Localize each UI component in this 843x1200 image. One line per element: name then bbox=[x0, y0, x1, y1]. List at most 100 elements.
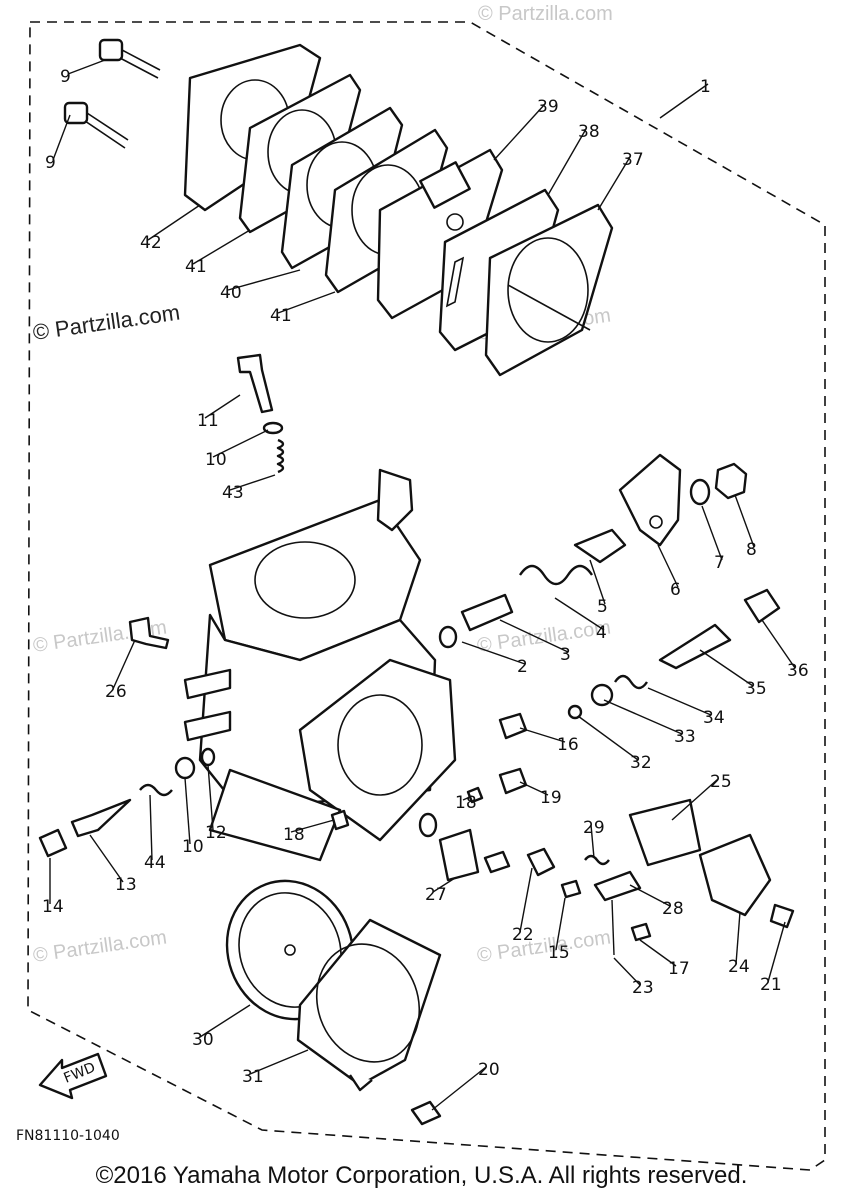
callout-leader-44 bbox=[149, 794, 153, 861]
watermark-top: © Partzilla.com bbox=[478, 3, 613, 25]
callout-33: 33 bbox=[674, 727, 696, 747]
callout-14: 14 bbox=[42, 897, 64, 917]
callout-leader-34 bbox=[647, 687, 712, 716]
callout-32: 32 bbox=[630, 753, 652, 773]
callout-leader-41 bbox=[192, 229, 251, 265]
callout-leader-36 bbox=[761, 619, 796, 669]
part-19-jet bbox=[498, 767, 528, 795]
part-28-lever bbox=[593, 870, 642, 902]
part-21-screw bbox=[769, 903, 795, 929]
callout-leader-42 bbox=[147, 204, 201, 241]
callout-16: 16 bbox=[557, 735, 579, 755]
callout-leader-12 bbox=[207, 764, 214, 831]
copyright-notice: ©2016 Yamaha Motor Corporation, U.S.A. A… bbox=[95, 1162, 748, 1189]
part-11-screw bbox=[236, 353, 274, 414]
callout-25: 25 bbox=[710, 772, 732, 792]
callout-21: 21 bbox=[760, 975, 782, 995]
side-plate bbox=[298, 658, 457, 842]
callout-2: 2 bbox=[517, 657, 528, 677]
callout-11: 11 bbox=[197, 411, 219, 431]
callout-leader-19 bbox=[519, 781, 549, 796]
part-37-plate bbox=[484, 203, 614, 377]
callout-leader-33 bbox=[603, 699, 683, 735]
callout-26: 26 bbox=[105, 682, 127, 702]
callout-10: 10 bbox=[205, 450, 227, 470]
callout-leader-3 bbox=[499, 619, 569, 653]
callout-leader-6 bbox=[657, 544, 679, 588]
callout-leader-35 bbox=[699, 649, 754, 687]
callout-leader-30 bbox=[199, 1004, 251, 1038]
callout-leader-26 bbox=[112, 639, 136, 690]
part-24-cam bbox=[698, 833, 772, 917]
callout-1: 1 bbox=[700, 77, 711, 97]
callout-leader-22 bbox=[519, 867, 533, 933]
callout-leader-38 bbox=[547, 128, 587, 196]
callout-36: 36 bbox=[787, 661, 809, 681]
callout-leader-37 bbox=[597, 156, 631, 211]
callout-8: 8 bbox=[746, 540, 757, 560]
part-6-lever bbox=[618, 453, 682, 547]
part-29-spring bbox=[584, 854, 610, 866]
callout-22: 22 bbox=[512, 925, 534, 945]
callout-leader-25 bbox=[671, 778, 719, 821]
part-32-ring bbox=[567, 704, 583, 720]
callout-15: 15 bbox=[548, 943, 570, 963]
callout-39: 39 bbox=[537, 97, 559, 117]
callout-6: 6 bbox=[670, 580, 681, 600]
callout-44: 44 bbox=[144, 853, 166, 873]
callout-9: 9 bbox=[60, 67, 71, 87]
callout-leader-11 bbox=[204, 394, 241, 419]
callout-38: 38 bbox=[578, 122, 600, 142]
callout-19: 19 bbox=[540, 788, 562, 808]
callout-leader-18 bbox=[462, 795, 473, 801]
fwd-arrow: FWD bbox=[38, 1052, 108, 1100]
part-31-cover bbox=[296, 918, 442, 1087]
part-35-needle bbox=[658, 623, 732, 670]
screws-9 bbox=[63, 38, 161, 149]
callout-leader-8 bbox=[734, 494, 755, 548]
right-side-parts bbox=[418, 453, 795, 956]
callout-leader-7 bbox=[701, 505, 723, 561]
callout-35: 35 bbox=[745, 679, 767, 699]
part-16-jet bbox=[498, 712, 528, 740]
callout-34: 34 bbox=[703, 708, 725, 728]
callout-leader-4 bbox=[554, 597, 605, 631]
part-17-screw bbox=[630, 922, 652, 942]
callout-leader-1 bbox=[659, 83, 709, 119]
callout-3: 3 bbox=[560, 645, 571, 665]
callout-leader-40 bbox=[227, 269, 301, 291]
watermark-left: © Partzilla.com bbox=[31, 300, 181, 345]
part-18-screw bbox=[466, 786, 484, 804]
callout-leader-9 bbox=[52, 114, 71, 161]
part-27-valve bbox=[438, 828, 480, 882]
part-5-link bbox=[573, 528, 627, 564]
callout-leader-27 bbox=[432, 877, 456, 893]
diaphragm-parts bbox=[225, 879, 442, 1092]
callout-leader-39 bbox=[493, 103, 546, 161]
part-43-spring bbox=[276, 438, 285, 474]
callout-leader-9 bbox=[67, 59, 106, 75]
callout-leader-23 bbox=[613, 957, 641, 986]
left-side-parts bbox=[38, 353, 442, 1126]
plate-stack bbox=[183, 43, 614, 377]
watermark-bottom-right: © Partzilla.com bbox=[476, 926, 613, 967]
part-13-needle bbox=[70, 798, 132, 838]
part-34-spring bbox=[614, 674, 648, 690]
callout-leader-5 bbox=[589, 559, 606, 605]
part-22-clip bbox=[526, 847, 556, 877]
callout-10: 10 bbox=[182, 837, 204, 857]
part-14-cap bbox=[38, 828, 68, 858]
callout-30: 30 bbox=[192, 1030, 214, 1050]
callout-37: 37 bbox=[622, 150, 644, 170]
callout-43: 43 bbox=[222, 483, 244, 503]
callout-17: 17 bbox=[668, 959, 690, 979]
callout-42: 42 bbox=[140, 233, 162, 253]
callout-leader-28 bbox=[629, 884, 671, 907]
callout-24: 24 bbox=[728, 957, 750, 977]
callout-41: 41 bbox=[185, 257, 207, 277]
callout-28: 28 bbox=[662, 899, 684, 919]
callout-leader-2 bbox=[461, 641, 526, 665]
callout-40: 40 bbox=[220, 283, 242, 303]
callout-41: 41 bbox=[270, 306, 292, 326]
